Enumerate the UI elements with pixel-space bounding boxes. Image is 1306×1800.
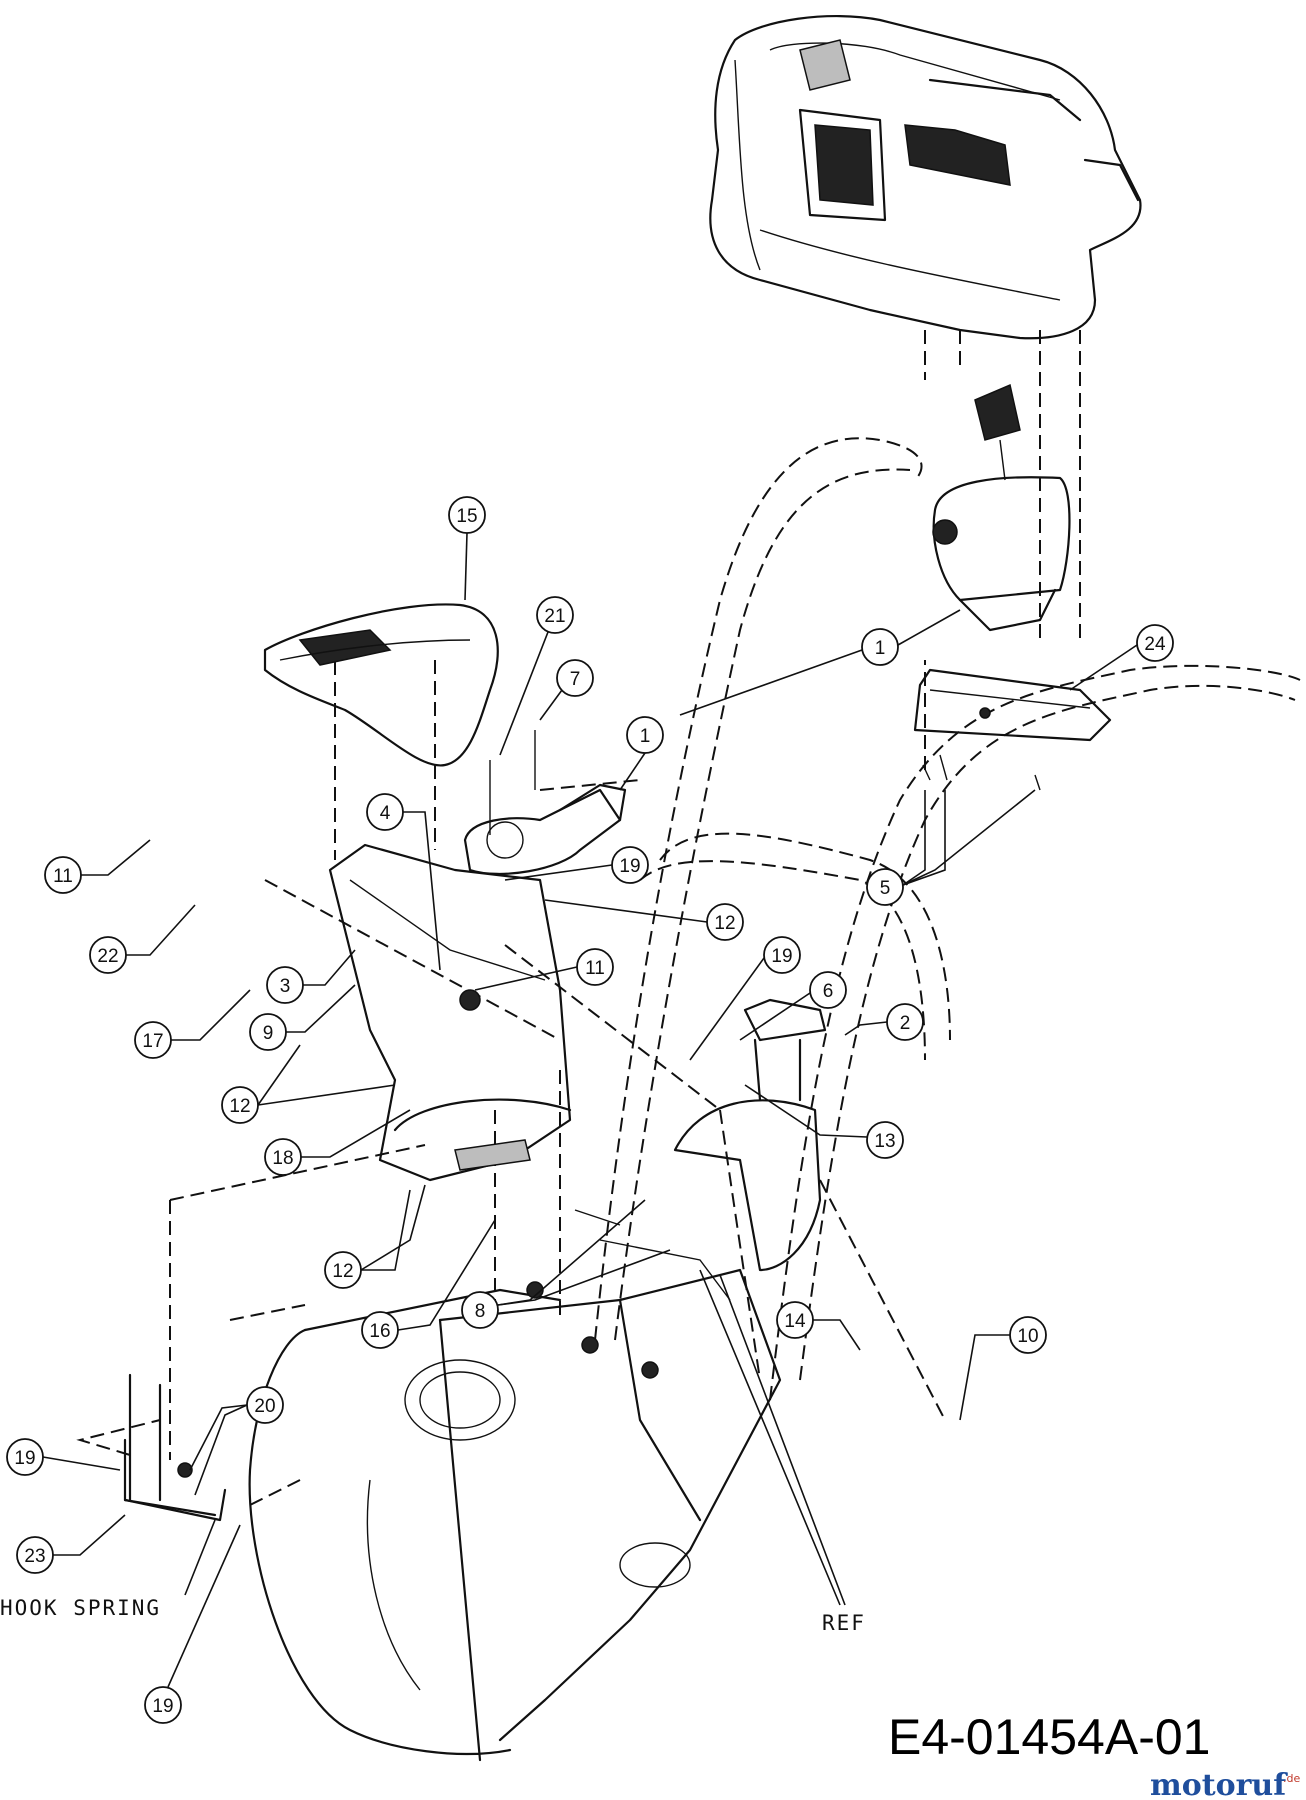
svg-text:11: 11 (53, 866, 73, 887)
callout-3[interactable]: 3 (266, 949, 356, 1004)
svg-text:11: 11 (585, 958, 605, 979)
svg-text:6: 6 (823, 981, 834, 1002)
svg-text:19: 19 (619, 856, 640, 877)
svg-text:15: 15 (456, 506, 477, 527)
svg-text:2: 2 (900, 1013, 911, 1034)
callout-11-left[interactable]: 11 (44, 839, 151, 894)
handle-tubes (594, 437, 1301, 1401)
svg-text:16: 16 (369, 1321, 390, 1342)
callout-14[interactable]: 14 (776, 1301, 861, 1351)
callout-7[interactable]: 7 (539, 659, 594, 721)
svg-text:19: 19 (771, 946, 792, 967)
svg-text:19: 19 (152, 1696, 173, 1717)
callout-2[interactable]: 2 (844, 1003, 924, 1041)
hook-spring-bracket (123, 1373, 227, 1522)
svg-text:8: 8 (475, 1301, 486, 1322)
svg-text:13: 13 (874, 1131, 895, 1152)
svg-text:12: 12 (714, 913, 735, 934)
callout-19-hook[interactable]: 19 (6, 1438, 121, 1476)
assembly-guide-lines (76, 330, 1081, 1506)
brand-name: motoruf (1150, 1768, 1288, 1800)
callout-15[interactable]: 15 (448, 496, 486, 601)
callout-17[interactable]: 17 (134, 989, 251, 1059)
svg-text:24: 24 (1144, 634, 1166, 655)
svg-text:17: 17 (142, 1031, 163, 1052)
callout-8[interactable]: 8 (461, 1199, 671, 1329)
callout-16[interactable]: 16 (361, 1219, 496, 1349)
callout-20[interactable]: 20 (189, 1386, 284, 1496)
callout-1-lever[interactable]: 1 (619, 716, 664, 791)
callout-5[interactable]: 5 (866, 789, 1036, 906)
svg-text:19: 19 (14, 1448, 35, 1469)
callout-10[interactable]: 10 (959, 1316, 1047, 1421)
svg-text:4: 4 (380, 803, 391, 824)
diagram-code: E4-01454A-01 (888, 1709, 1210, 1765)
engine-cover (709, 15, 1142, 340)
callouts: 15 21 7 1 1 24 (6, 496, 1174, 1724)
callout-21[interactable]: 21 (499, 596, 574, 756)
svg-text:1: 1 (640, 726, 651, 747)
svg-text:20: 20 (254, 1396, 275, 1417)
callout-13[interactable]: 13 (744, 1084, 904, 1159)
label-hook-spring: HOOK SPRING (0, 1596, 161, 1620)
callout-22[interactable]: 22 (89, 904, 196, 974)
chute-deflector (263, 603, 499, 767)
svg-text:1: 1 (875, 638, 886, 659)
callout-24[interactable]: 24 (1069, 624, 1174, 691)
svg-text:5: 5 (880, 878, 891, 899)
callout-1-handle[interactable]: 1 (679, 609, 961, 716)
shift-lever-assembly (913, 383, 1112, 791)
chute-rotator (463, 730, 627, 876)
callout-12-left[interactable]: 12 (221, 1044, 396, 1124)
svg-text:12: 12 (332, 1261, 353, 1282)
callout-19-right[interactable]: 19 (689, 936, 801, 1061)
callout-19-bottom[interactable]: 19 (144, 1524, 241, 1724)
brand-watermark: motoruf .de (1150, 1768, 1300, 1800)
svg-text:14: 14 (784, 1311, 806, 1332)
brand-suffix: .de (1283, 1772, 1300, 1785)
callout-6[interactable]: 6 (739, 971, 847, 1041)
svg-text:10: 10 (1017, 1326, 1038, 1347)
callout-4[interactable]: 4 (366, 793, 441, 971)
callout-18[interactable]: 18 (264, 1109, 411, 1176)
callout-12-bottom[interactable]: 12 (324, 1184, 426, 1289)
svg-text:18: 18 (272, 1148, 293, 1169)
svg-text:12: 12 (229, 1096, 250, 1117)
svg-text:21: 21 (544, 606, 565, 627)
svg-text:23: 23 (24, 1546, 45, 1567)
discharge-chute (328, 843, 572, 1182)
callout-23[interactable]: 23 (16, 1514, 126, 1574)
svg-text:7: 7 (570, 669, 581, 690)
auger-housing (248, 1209, 782, 1762)
svg-text:22: 22 (97, 946, 118, 967)
callout-11-mid[interactable]: 11 (474, 948, 614, 991)
chute-bracket (673, 998, 827, 1272)
callout-9[interactable]: 9 (249, 984, 356, 1051)
callout-12-top[interactable]: 12 (544, 899, 744, 941)
label-ref: REF (822, 1611, 866, 1635)
svg-text:9: 9 (263, 1023, 274, 1044)
hook-spring-leader (184, 1519, 216, 1596)
callout-19-top[interactable]: 19 (504, 846, 649, 884)
ref-leader (699, 1269, 846, 1606)
svg-text:3: 3 (280, 976, 291, 997)
